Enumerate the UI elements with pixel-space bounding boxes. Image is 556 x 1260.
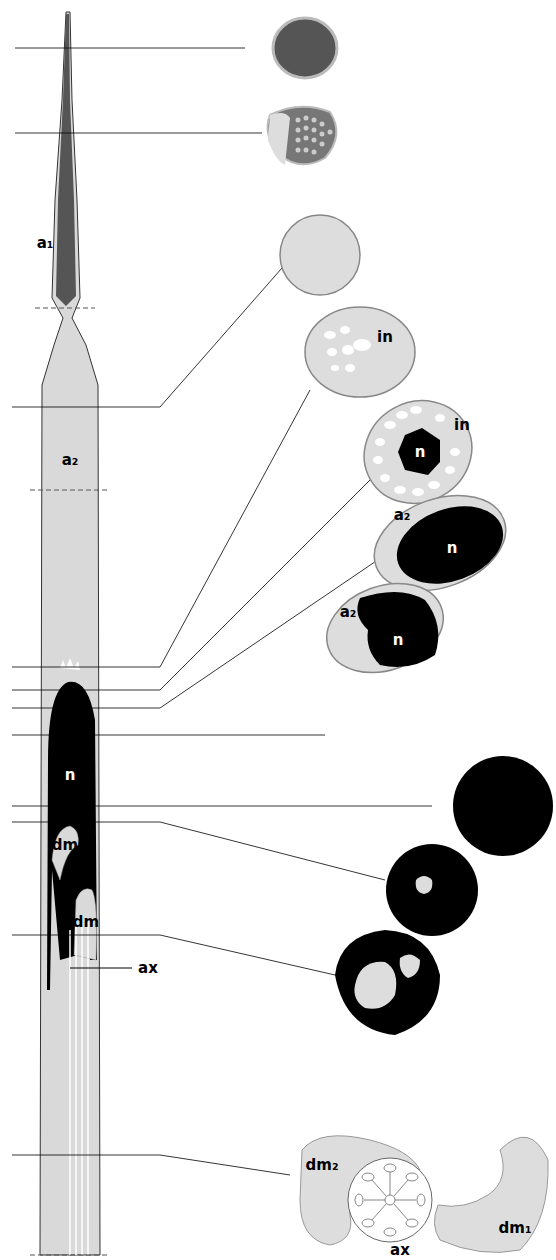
dense-material xyxy=(52,826,78,880)
cell-outline xyxy=(40,12,100,1255)
part-label: dm xyxy=(52,838,78,853)
part-label: ax xyxy=(138,961,158,976)
nucleus xyxy=(47,682,97,990)
part-label: ax xyxy=(390,1243,410,1258)
part-label: a₂ xyxy=(62,453,79,468)
part-label: dm xyxy=(73,915,99,930)
dashed-line xyxy=(30,308,110,1255)
part-label: a₂ xyxy=(394,508,411,523)
part-label: n xyxy=(415,445,426,460)
part-label: a₂ xyxy=(340,605,357,620)
part-label: a₁ xyxy=(37,236,54,251)
part-label: in xyxy=(377,330,393,345)
axoneme xyxy=(70,915,88,1255)
leader-line xyxy=(70,967,132,968)
part-label: n xyxy=(447,541,458,556)
acrosome-a1 xyxy=(56,14,76,306)
part-label: in xyxy=(454,418,470,433)
inclusions xyxy=(60,658,80,670)
part-label: dm₁ xyxy=(499,1221,532,1236)
part-label: dm₂ xyxy=(306,1158,339,1173)
part-label: n xyxy=(65,768,76,783)
part-label: n xyxy=(393,633,404,648)
